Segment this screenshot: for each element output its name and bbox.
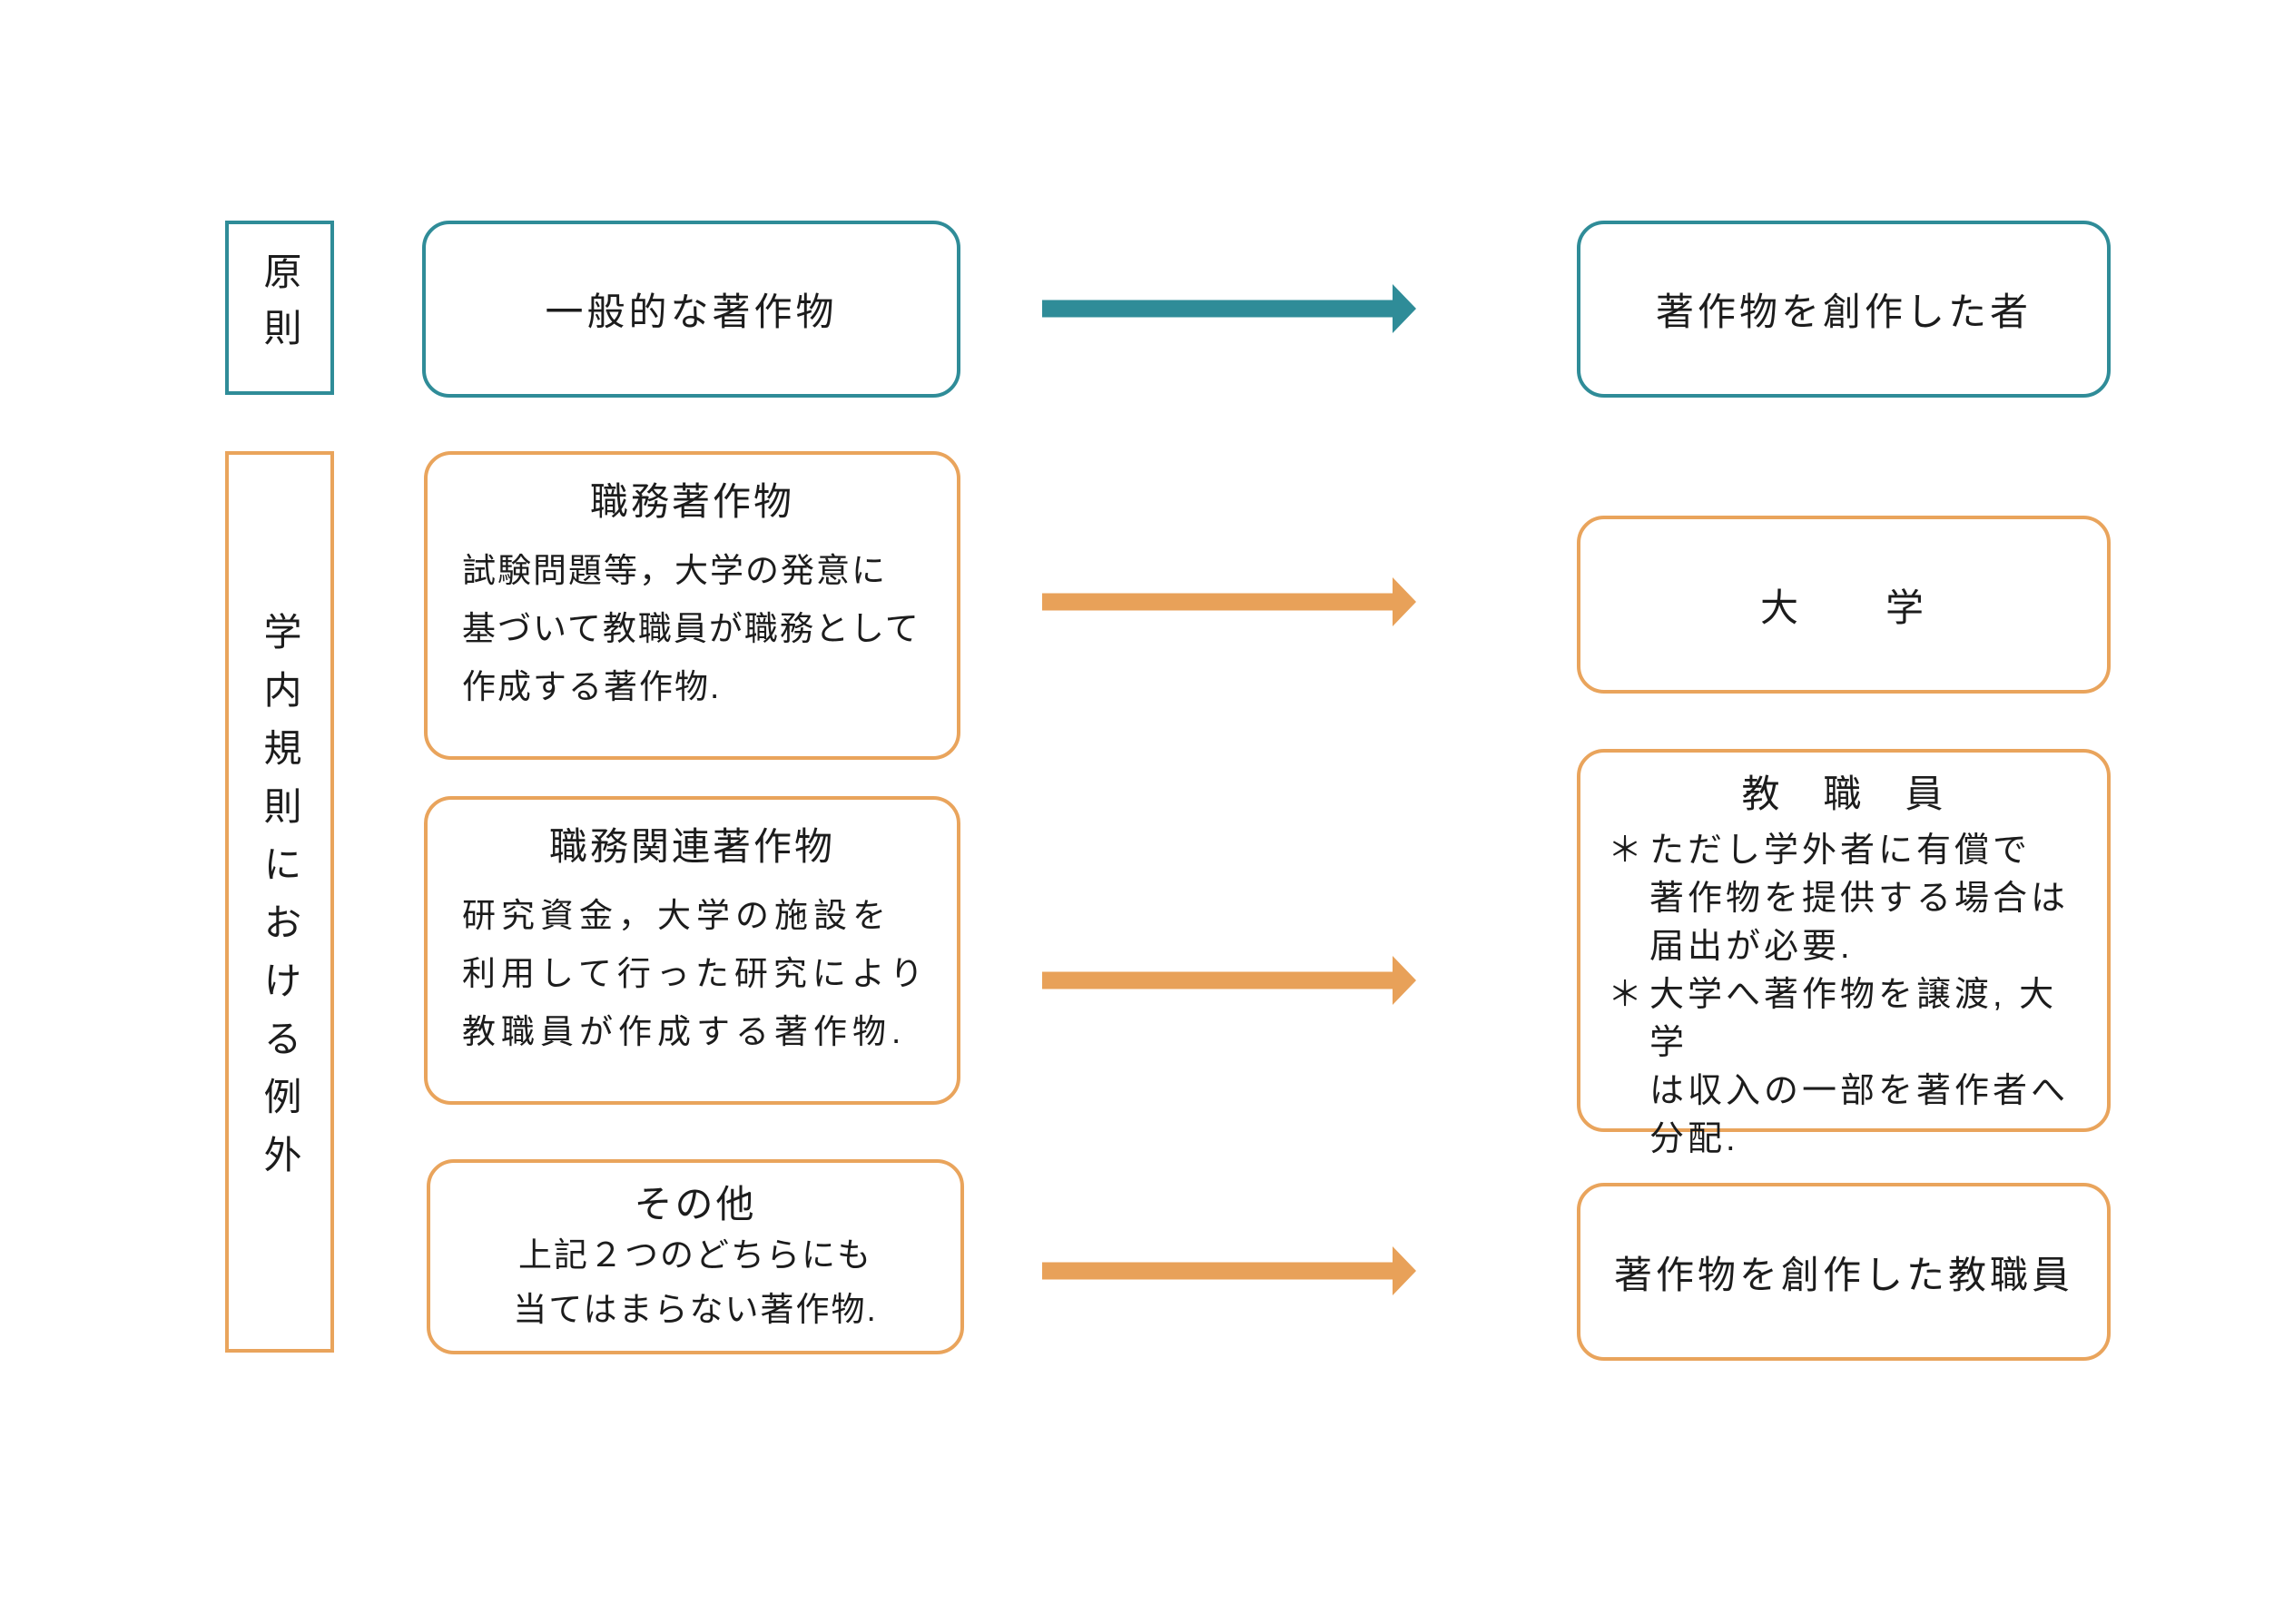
staff-title: 教 職 員 (1741, 773, 1946, 815)
arrow-shaft (1042, 1262, 1393, 1280)
arrow-shaft (1042, 300, 1393, 318)
arrow-head-icon (1393, 956, 1416, 1005)
work-for-hire-description: 試験問題等，大学の発意に 基づいて教職員が職務として 作成する著作物. (462, 552, 920, 705)
staff-note-text: 大学へ著作物を譲渡, 大学 は収入の一部を著作者へ 分配. (1649, 976, 2070, 1158)
university-box: 大 学 (1577, 516, 2111, 694)
staff-creator-label: 著作物を創作した教職員 (1613, 1253, 2073, 1296)
general-work-label: 一般的な著作物 (545, 290, 838, 333)
work-related-description: 研究資金，大学の施設を 利用して行った研究により 教職員が作成する著作物. (462, 897, 930, 1050)
other-works-description: 上記２つのどちらにも 当てはまらない著作物. (513, 1236, 878, 1328)
staff-creator-box: 著作物を創作した教職員 (1577, 1183, 2111, 1361)
arrow-head-icon (1393, 577, 1416, 626)
work-related-title: 職務関連著作物 (548, 825, 835, 868)
exception-column-label: 学内規則における例外 (259, 611, 301, 1193)
general-work-box: 一般的な著作物 (422, 221, 960, 398)
staff-note-text: ただし学外者に有償で 著作物を提供する場合は 届出が必要. (1649, 832, 2070, 966)
work-for-hire-arrow (1042, 577, 1416, 626)
other-works-arrow (1042, 1246, 1416, 1295)
principle-row-label: 原則 (259, 251, 301, 364)
university-label: 大 学 (1759, 586, 1927, 629)
arrow-head-icon (1393, 284, 1416, 333)
asterisk-marker: ＊ (1608, 832, 1647, 870)
principle-row-label-box: 原則 (225, 221, 334, 395)
staff-notes: ＊ ただし学外者に有償で 著作物を提供する場合は 届出が必要. ＊ 大学へ著作物… (1580, 818, 2107, 1164)
work-related-box: 職務関連著作物 研究資金，大学の施設を 利用して行った研究により 教職員が作成す… (424, 796, 960, 1105)
arrow-shaft (1042, 593, 1393, 611)
work-for-hire-title: 職務著作物 (589, 480, 794, 523)
other-works-title: その他 (634, 1183, 757, 1225)
arrow-head-icon (1393, 1246, 1416, 1295)
creator-box: 著作物を創作した者 (1577, 221, 2111, 398)
work-related-arrow (1042, 956, 1416, 1005)
staff-box: 教 職 員 ＊ ただし学外者に有償で 著作物を提供する場合は 届出が必要. ＊ … (1577, 749, 2111, 1158)
arrow-shaft (1042, 971, 1393, 989)
exception-column-label-box: 学内規則における例外 (225, 451, 334, 1353)
staff-note: ＊ ただし学外者に有償で 著作物を提供する場合は 届出が必要. (1608, 827, 2085, 971)
creator-label: 著作物を創作した者 (1655, 290, 2032, 333)
work-for-hire-box: 職務著作物 試験問題等，大学の発意に 基づいて教職員が職務として 作成する著作物… (424, 451, 960, 760)
principle-arrow (1042, 284, 1416, 333)
other-works-box: その他 上記２つのどちらにも 当てはまらない著作物. (427, 1159, 964, 1354)
staff-note: ＊ 大学へ著作物を譲渡, 大学 は収入の一部を著作者へ 分配. (1608, 971, 2085, 1164)
asterisk-marker: ＊ (1608, 976, 1647, 1014)
